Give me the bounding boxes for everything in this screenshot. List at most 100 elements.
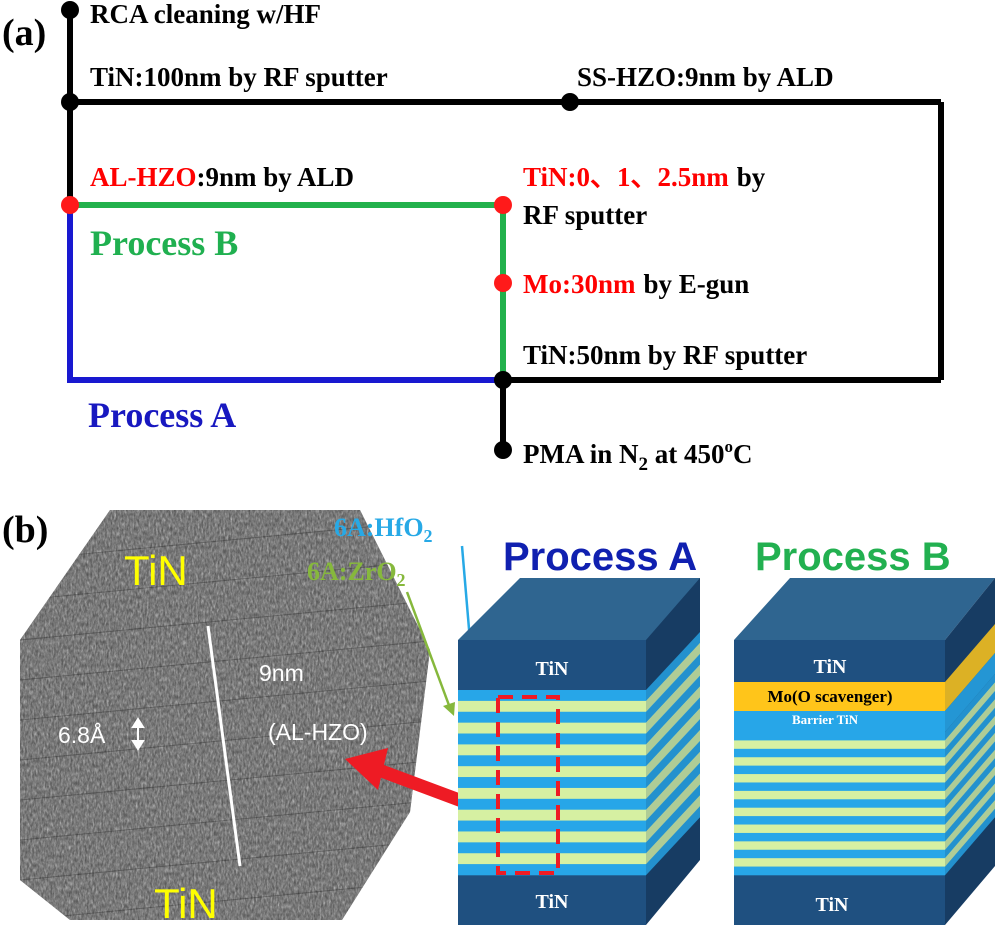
stack-b-barrier-label: Barrier TiN [792, 712, 859, 727]
node-mo [494, 274, 512, 292]
oxide-layer [458, 755, 646, 767]
tem-tin-bottom: TiN [154, 880, 218, 927]
stack-b-tin-top: TiN [814, 656, 848, 678]
oxide-layer-side [646, 806, 700, 876]
oxide-layer [458, 820, 646, 832]
oxide-layer [734, 849, 945, 859]
oxide-layer-side [646, 653, 700, 723]
oxide-layer [734, 807, 945, 817]
oxide-layer-side [646, 708, 700, 778]
step-tin100: TiN:100nm by RF sputter [90, 62, 388, 92]
stack-a-title-text: Process A [503, 535, 697, 579]
oxide-layer-side [646, 632, 700, 702]
oxide-layer-side [945, 758, 995, 825]
oxide-layer [734, 757, 945, 766]
oxide-layer [734, 816, 945, 825]
mo-layer-side [945, 624, 995, 711]
oxide-layer-side [945, 699, 995, 766]
stack-b-top [734, 578, 995, 640]
panel-a-label: (a) [2, 12, 46, 54]
oxide-layer-side [945, 690, 995, 758]
black-flow-lines [67, 10, 944, 450]
oxide-layer [734, 832, 945, 842]
oxide-layer-side [945, 741, 995, 809]
oxide-layer-side [646, 719, 700, 789]
process-a-label: Process A [88, 395, 236, 435]
process-a-path [67, 205, 503, 383]
oxide-layer [734, 824, 945, 834]
mo-layer [734, 682, 945, 711]
oxide-layer-side [646, 751, 700, 821]
panel-b: (b) TiN TiN 9nm (AL-HZO) 6.8Å [2, 509, 995, 927]
oxide-layer-side [646, 762, 700, 832]
step-rca: RCA cleaning w/HF [90, 0, 321, 29]
oxide-layer [458, 766, 646, 778]
oxide-layer-side [646, 664, 700, 734]
node-tin-thin [494, 196, 512, 214]
node-pma [494, 441, 512, 459]
node-alhzo [61, 196, 79, 214]
oxide-layer [458, 842, 646, 854]
oxide-layer [734, 748, 945, 758]
legend-zro2-pointer [405, 591, 455, 716]
oxide-layer [458, 744, 646, 756]
oxide-layer-side [646, 642, 700, 713]
oxide-layer-side [945, 749, 995, 817]
oxide-layer [734, 732, 945, 741]
oxide-layer [734, 782, 945, 792]
node-tin50 [494, 371, 512, 389]
oxide-layer-side [945, 766, 995, 834]
tem-spacing-label: 6.8Å [58, 721, 106, 748]
oxide-layer [458, 777, 646, 789]
double-arrow-icon [131, 717, 145, 751]
oxide-layer [458, 700, 646, 713]
panel-b-label: (b) [2, 509, 48, 551]
flow-nodes [61, 1, 579, 459]
tem-tin-top: TiN [124, 547, 188, 594]
oxide-layer [458, 864, 646, 876]
stack-a-top [458, 578, 700, 640]
stack-a: TiN TiN [458, 578, 700, 925]
oxide-layer-side [945, 791, 995, 859]
stack-b-mo-label: Mo(O scavenger) [767, 687, 892, 706]
oxide-layer [458, 809, 646, 821]
oxide-layer-side [945, 724, 995, 792]
oxide-layer [734, 866, 945, 876]
oxide-layer [458, 831, 646, 843]
oxide-layer-side [646, 773, 700, 843]
oxide-layer [734, 765, 945, 775]
node-sshzo [561, 93, 579, 111]
oxide-layer-side [945, 682, 995, 750]
step-alhzo: AL-HZO:9nm by ALD [90, 162, 354, 192]
tem-film-label: (AL-HZO) [268, 719, 368, 745]
oxide-layer-side [945, 774, 995, 842]
process-b-label: Process B [90, 223, 238, 263]
oxide-layer-side [945, 808, 995, 876]
oxide-layer-side [646, 729, 700, 800]
oxide-layer [734, 799, 945, 809]
oxide-layer-side [646, 697, 700, 767]
stack-b-tin-bottom: TiN [816, 894, 850, 916]
step-tin-thin-line2: RF sputter [523, 200, 647, 230]
node-rca [61, 1, 79, 19]
oxide-layer [734, 858, 945, 867]
oxide-layer-side [646, 740, 700, 811]
oxide-layer [458, 733, 646, 745]
oxide-layer [458, 711, 646, 723]
legend-hfo2: 6A:HfO2 [334, 513, 433, 546]
stack-b: TiN Mo(O scavenger) Barrier TiN TiN [734, 578, 995, 925]
barrier-tin-layer-side [945, 653, 995, 732]
oxide-layer-side [945, 707, 995, 775]
tem-thickness-label: 9nm [259, 660, 304, 686]
oxide-layer-side [646, 686, 700, 756]
tem-thickness-line [206, 625, 242, 867]
panel-a: (a) RCA cleaning w/HF [2, 0, 944, 475]
stack-b-layers [734, 624, 995, 876]
oxide-layer [734, 790, 945, 800]
stack-a-tin-bottom: TiN [536, 891, 570, 913]
oxide-layer-side [945, 783, 995, 851]
oxide-layer-side [945, 800, 995, 867]
stack-b-title-text: Process B [755, 535, 951, 579]
